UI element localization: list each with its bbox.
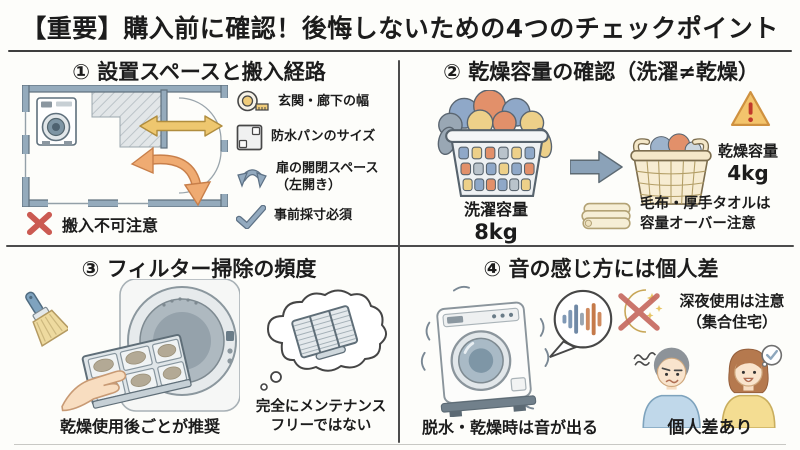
dry-capacity-value: 4kg xyxy=(727,161,769,185)
man-figure xyxy=(642,347,701,428)
dryer-filter-illustration xyxy=(61,279,240,412)
door-swing-route-arrow xyxy=(130,146,212,207)
list-item: 玄関・廊下の幅 xyxy=(236,90,396,114)
cross-icon xyxy=(26,211,53,236)
washer-topview-icon xyxy=(36,97,77,146)
installation-checklist: 玄関・廊下の幅 防水パンのサイズ 扉の開閉スペース （左開き） xyxy=(236,90,396,229)
checklist-label: 防水パンのサイズ xyxy=(271,129,376,145)
floor-plan-illustration xyxy=(22,85,228,207)
list-item: 防水パンのサイズ xyxy=(236,124,396,151)
filter-caption-right: 完全にメンテナンス フリーではない xyxy=(255,398,387,435)
section1-heading: ① 設置スペースと搬入経路 xyxy=(72,60,326,84)
vertical-divider xyxy=(398,60,400,443)
annoyed-scribble-icon xyxy=(633,352,657,366)
carry-width-arrow xyxy=(139,115,223,137)
wicker-basket-illustration xyxy=(630,133,712,205)
title-underline xyxy=(8,50,792,52)
blanket-icon xyxy=(581,202,631,230)
sound-bubble-icon xyxy=(549,289,613,359)
check-icon xyxy=(236,204,266,229)
equalizer-bars xyxy=(562,303,602,336)
door-swing-arrow-icon xyxy=(237,169,267,189)
section4-heading: ④ 音の感じ方には個人差 xyxy=(483,257,719,281)
horizontal-divider xyxy=(6,245,794,247)
people-caption: 個人差あり xyxy=(667,418,753,438)
checklist-label: 扉の開閉スペース （左開き） xyxy=(276,161,379,193)
wash-capacity-caption: 洗濯容量 8kg xyxy=(426,196,566,244)
cleaning-brush-icon xyxy=(25,291,68,347)
night-use-note: 深夜使用は注意 （集合住宅） xyxy=(679,292,785,331)
two-people-illustration xyxy=(633,344,783,428)
hand xyxy=(61,370,127,412)
blanket-note: 毛布・厚手タオルは 容量オーバー注意 xyxy=(640,196,771,233)
ok-bubble-icon xyxy=(761,344,783,367)
section2-heading: ② 乾燥容量の確認（洗濯≠乾燥） xyxy=(443,60,759,84)
woman-figure xyxy=(721,348,776,428)
noise-caption: 脱水・乾燥時は音が出る xyxy=(421,418,598,437)
warning-label: 搬入不可注意 xyxy=(62,215,159,235)
checklist-label: 事前採寸必須 xyxy=(274,208,353,224)
list-item: 扉の開閉スペース （左開き） xyxy=(236,161,396,195)
filter-caption-left: 乾燥使用後ごとが推奨 xyxy=(59,417,220,436)
section-drying-capacity: ② 乾燥容量の確認（洗濯≠乾燥） 洗濯容量 xyxy=(402,52,800,245)
clean-filter xyxy=(291,305,359,360)
measuring-tape-icon xyxy=(237,90,269,112)
section-noise-perception: ④ 音の感じ方には個人差 xyxy=(402,249,800,442)
vibrating-washer-illustration xyxy=(420,285,550,417)
right-arrow-icon xyxy=(570,150,623,184)
carry-in-warning: 搬入不可注意 xyxy=(26,210,158,237)
page-title: 【重要】購入前に確認！後悔しないための4つのチェックポイント xyxy=(21,14,779,43)
dry-capacity-label: 乾燥容量 xyxy=(717,142,778,160)
section-filter-cleaning: ③ フィルター掃除の頻度 xyxy=(0,249,398,442)
checklist-label: 玄関・廊下の幅 xyxy=(278,93,370,109)
full-laundry-basket-illustration xyxy=(437,90,553,197)
warning-triangle-icon xyxy=(730,90,771,127)
list-item: 事前採寸必須 xyxy=(236,204,396,229)
dry-capacity-caption: 乾燥容量 4kg xyxy=(698,140,798,185)
section3-heading: ③ フィルター掃除の頻度 xyxy=(81,257,317,281)
no-night-use-moon-icon xyxy=(618,289,663,333)
wash-capacity-value: 8kg xyxy=(474,220,518,244)
wash-capacity-label: 洗濯容量 xyxy=(463,200,528,219)
waterproof-pan-icon xyxy=(236,124,263,151)
section-installation-space: ① 設置スペースと搬入経路 xyxy=(0,52,398,245)
bottom-divider xyxy=(14,444,786,445)
thought-bubble-filter-illustration xyxy=(260,289,387,391)
